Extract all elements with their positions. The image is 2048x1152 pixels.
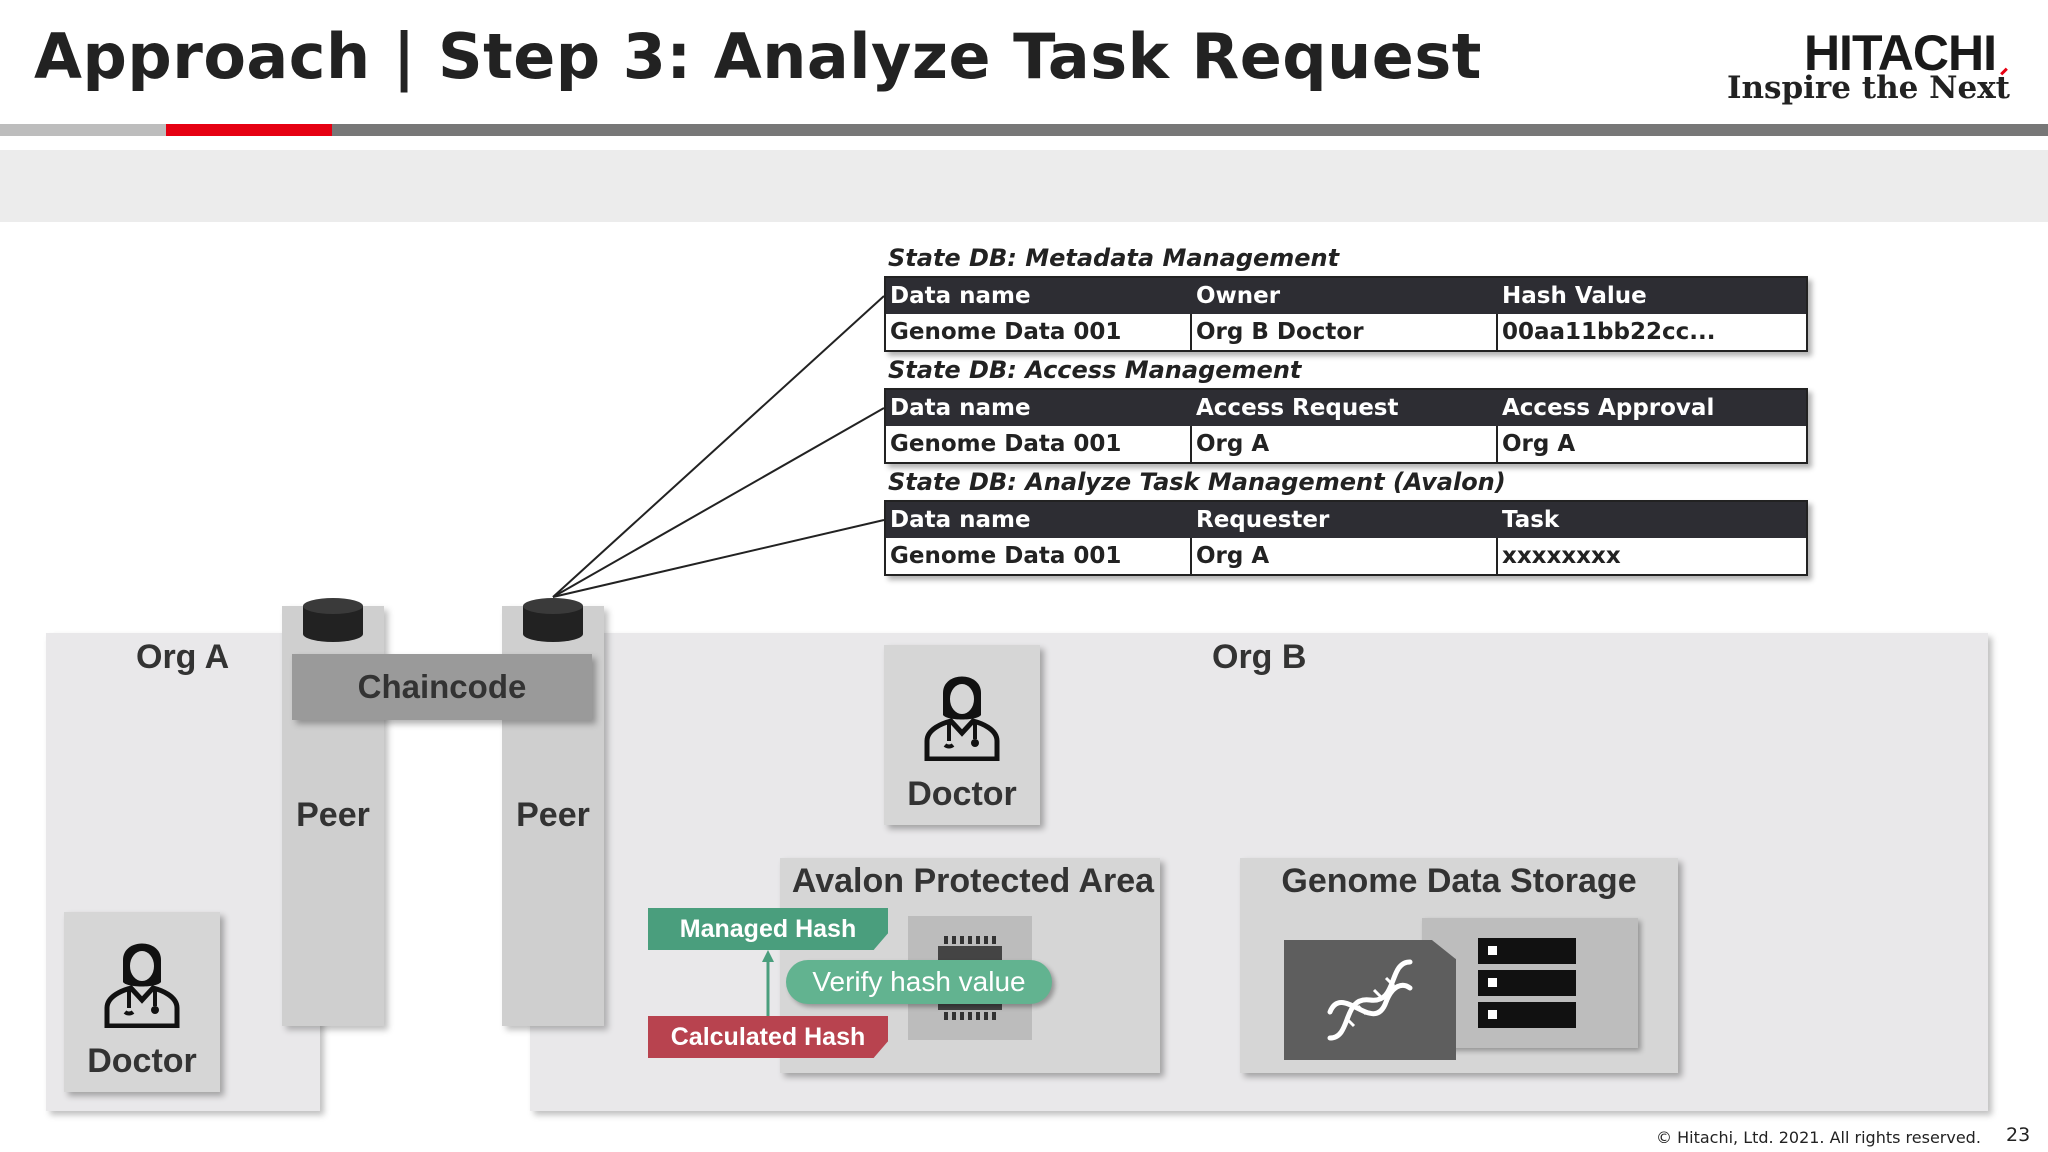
avalon-title: Avalon Protected Area (791, 862, 1155, 900)
access-table: Data name Access Request Access Approval… (884, 388, 1808, 464)
verify-hash-pill: Verify hash value (786, 960, 1052, 1004)
table-header-cell: Data name (890, 507, 1031, 533)
table-row: Genome Data 001 Org A xxxxxxxx (886, 538, 1806, 574)
table-header-row: Data name Owner Hash Value (886, 278, 1806, 314)
table-cell: Org B Doctor (1192, 314, 1498, 350)
server-rack-icon (1478, 938, 1576, 964)
table-cell: Org A (1192, 426, 1498, 462)
metadata-table: Data name Owner Hash Value Genome Data 0… (884, 276, 1808, 352)
doctor-icon (924, 676, 1000, 761)
server-rack-icon (1478, 970, 1576, 996)
table-cell: xxxxxxxx (1502, 543, 1621, 569)
analyze-task-table-title: State DB: Analyze Task Management (Avalo… (888, 468, 1506, 496)
table-header-row: Data name Requester Task (886, 502, 1806, 538)
arrow-up-icon (762, 950, 774, 1016)
table-row: Genome Data 001 Org B Doctor 00aa11bb22c… (886, 314, 1806, 350)
server-rack-icon (1478, 1002, 1576, 1028)
table-cell: Genome Data 001 (886, 538, 1192, 574)
table-header-cell: Owner (1196, 283, 1281, 309)
table-header-cell: Task (1502, 507, 1560, 533)
table-header-cell: Data name (890, 395, 1031, 421)
subtitle-band (0, 150, 2048, 222)
access-table-title: State DB: Access Management (888, 356, 1302, 384)
logo-tagline: Inspire the Next (1726, 70, 2010, 106)
page-number: 23 (2006, 1124, 2031, 1146)
table-cell: 00aa11bb22cc... (1502, 319, 1716, 345)
state-db-left-icon (303, 598, 363, 642)
table-header-cell: Access Request (1196, 395, 1399, 421)
table-header-row: Data name Access Request Access Approval (886, 390, 1806, 426)
network-cloud-shape (389, 690, 510, 906)
table-cell: Genome Data 001 (886, 314, 1192, 350)
genome-storage-title: Genome Data Storage (1281, 862, 1637, 900)
doctor-org-a-label: Doctor (87, 1042, 197, 1080)
metadata-table-title: State DB: Metadata Management (888, 244, 1340, 272)
table-cell: Org A (1502, 431, 1576, 457)
peer-right-label: Peer (516, 796, 590, 834)
header-divider-light-segment (0, 124, 166, 136)
header-divider-red-segment (166, 124, 332, 136)
calculated-hash-tag: Calculated Hash (648, 1016, 888, 1058)
managed-hash-tag: Managed Hash (648, 908, 888, 950)
org-b-label: Org B (1212, 638, 1307, 676)
org-a-label: Org A (136, 638, 230, 676)
dna-icon (1327, 959, 1413, 1041)
table-header-cell: Access Approval (1502, 395, 1715, 421)
doctor-org-b-card: Doctor (884, 645, 1040, 825)
table-header-cell: Hash Value (1502, 283, 1647, 309)
doctor-org-a-card: Doctor (64, 912, 220, 1092)
peer-left-label: Peer (296, 796, 370, 834)
doctor-icon (104, 943, 180, 1028)
copyright-notice: © Hitachi, Ltd. 2021. All rights reserve… (1656, 1128, 1981, 1147)
table-cell: Org A (1192, 538, 1498, 574)
table-row: Genome Data 001 Org A Org A (886, 426, 1806, 462)
table-cell: Genome Data 001 (886, 426, 1192, 462)
analyze-task-table: Data name Requester Task Genome Data 001… (884, 500, 1808, 576)
page-title: Approach | Step 3: Analyze Task Request (34, 20, 1482, 93)
state-db-right-icon (523, 598, 583, 642)
chaincode-bar: Chaincode (292, 654, 592, 720)
hitachi-logo: HITACHI (1803, 25, 1997, 81)
doctor-org-b-label: Doctor (907, 775, 1017, 813)
table-header-cell: Data name (890, 283, 1031, 309)
table-header-cell: Requester (1196, 507, 1330, 533)
header-divider-bar (0, 124, 2048, 136)
